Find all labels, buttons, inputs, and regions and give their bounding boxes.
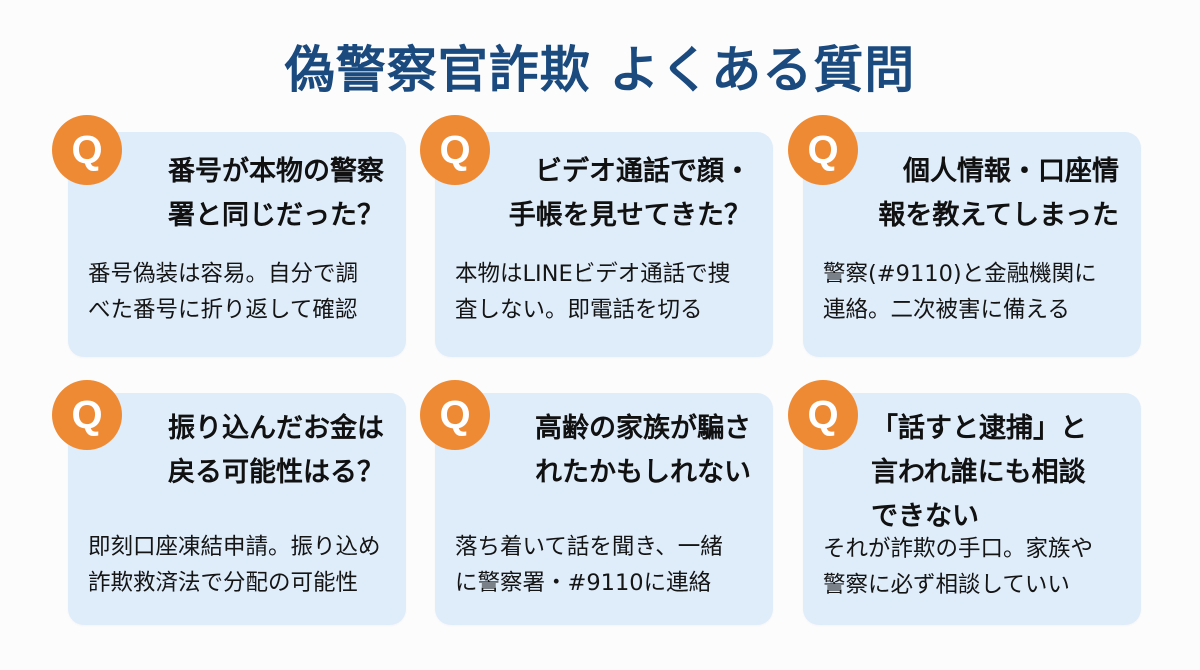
faq-question: 個人情報・口座情 報を教えてしまった bbox=[878, 156, 1119, 231]
faq-card-3: 個人情報・口座情 報を教えてしまった 警察(#9110)と金融機関に 連絡。二次… bbox=[803, 132, 1141, 357]
faq-card-4: 振り込んだお金は 戻る可能性はる？ 即刻口座凍結申請。振り込め 詐欺救済法で分配… bbox=[68, 393, 406, 625]
faq-question: 番号が本物の警察 署と同じだった？ bbox=[168, 156, 384, 231]
faq-card-1: 番号が本物の警察 署と同じだった？ 番号偽装は容易。自分で調 べた番号に折り返し… bbox=[68, 132, 406, 357]
faq-card-6: 「話すと逮捕」と 言われ誰にも相談 できない それが詐欺の手口。家族や 警察に必… bbox=[803, 393, 1141, 625]
faq-answer: 番号偽装は容易。自分で調 べた番号に折り返して確認 bbox=[88, 261, 359, 323]
q-badge-icon: Q bbox=[788, 115, 858, 185]
faq-answer: 即刻口座凍結申請。振り込め 詐欺救済法で分配の可能性 bbox=[88, 534, 381, 596]
q-badge-icon: Q bbox=[52, 380, 122, 450]
faq-question: 「話すと逮捕」と 言われ誰にも相談 できない bbox=[871, 413, 1087, 532]
faq-card-5: 高齢の家族が騙さ れたかもしれない 落ち着いて話を聞き、一緒 に警察署・#911… bbox=[435, 393, 773, 625]
q-badge-icon: Q bbox=[52, 115, 122, 185]
faq-question: 振り込んだお金は 戻る可能性はる？ bbox=[168, 413, 384, 488]
faq-answer: 本物はLINEビデオ通話で捜 査しない。即電話を切る bbox=[455, 261, 731, 323]
faq-answer: 落ち着いて話を聞き、一緒 に警察署・#9110に連絡 bbox=[455, 534, 723, 596]
faq-question: 高齢の家族が騙さ れたかもしれない bbox=[535, 413, 751, 488]
q-badge-icon: Q bbox=[420, 380, 490, 450]
page-title: 偽警察官詐欺 よくある質問 bbox=[284, 41, 916, 99]
q-badge-icon: Q bbox=[420, 115, 490, 185]
faq-answer: 警察(#9110)と金融機関に 連絡。二次被害に備える bbox=[823, 261, 1097, 323]
faq-question: ビデオ通話で顔・ 手帳を見せてきた？ bbox=[508, 156, 751, 231]
faq-card-2: ビデオ通話で顔・ 手帳を見せてきた？ 本物はLINEビデオ通話で捜 査しない。即… bbox=[435, 132, 773, 357]
q-badge-icon: Q bbox=[788, 380, 858, 450]
faq-answer: それが詐欺の手口。家族や 警察に必ず相談していい bbox=[823, 536, 1094, 598]
